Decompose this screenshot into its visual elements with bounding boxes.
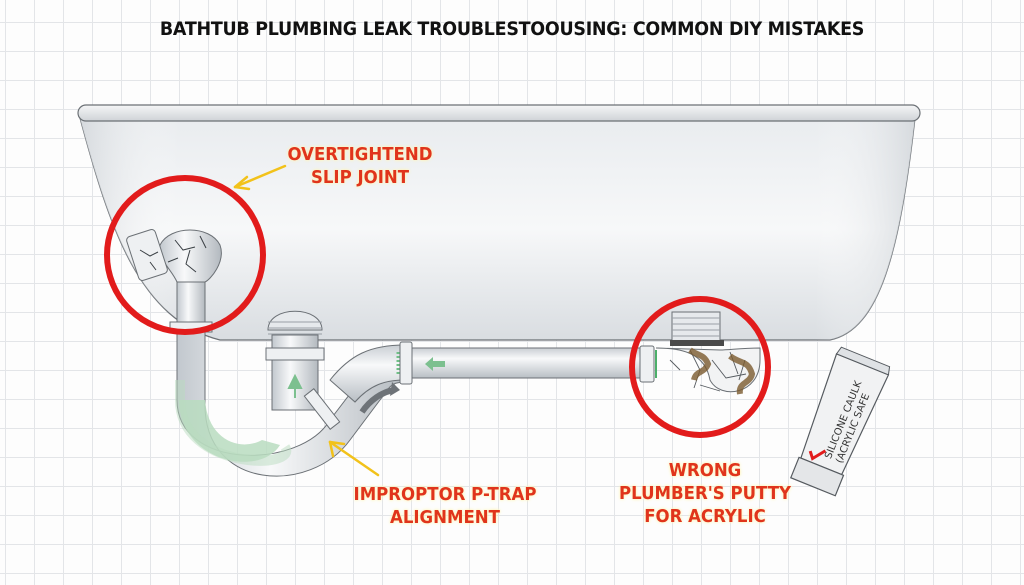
callout-line: PLUMBER'S PUTTY	[618, 483, 792, 504]
bathtub	[77, 104, 921, 341]
callout-line: SLIP JOINT	[310, 167, 410, 188]
callout-ring-slip-joint	[104, 175, 266, 335]
diagram-title: BATHTUB PLUMBING LEAK TROUBLESTOOUSING: …	[159, 18, 865, 40]
pointer-arrows	[233, 164, 380, 477]
callout-line: IMPROPTOR P-TRAP	[353, 484, 537, 505]
callout-line: OVERTIGHTEND	[287, 144, 433, 165]
silicone-caulk-tube: SILICONE CAULK (ACRYLIC SAFE	[789, 346, 891, 497]
putty-residue	[688, 347, 756, 395]
pointer-arrow-p-trap-icon	[328, 440, 380, 477]
p-trap	[175, 310, 411, 477]
callout-putty: WRONG PLUMBER'S PUTTY FOR ACRYLIC	[599, 459, 811, 528]
callout-line: FOR ACRYLIC	[644, 506, 766, 527]
callout-line: ALIGNMENT	[390, 507, 500, 528]
flow-arrow-up-icon	[287, 373, 303, 398]
tub-rim	[77, 104, 921, 122]
drain-pipe	[396, 341, 657, 385]
flow-arrow-left-icon	[425, 357, 445, 371]
callout-slip-joint: OVERTIGHTEND SLIP JOINT	[263, 143, 456, 189]
callout-p-trap: IMPROPTOR P-TRAP ALIGNMENT	[330, 483, 560, 529]
drain-shoe	[655, 311, 761, 395]
pointer-arrow-slip-joint-icon	[233, 164, 287, 189]
callout-line: WRONG	[668, 460, 742, 481]
callout-ring-putty	[629, 296, 771, 438]
checkmark-icon	[808, 449, 827, 461]
crack-lines	[139, 235, 207, 273]
